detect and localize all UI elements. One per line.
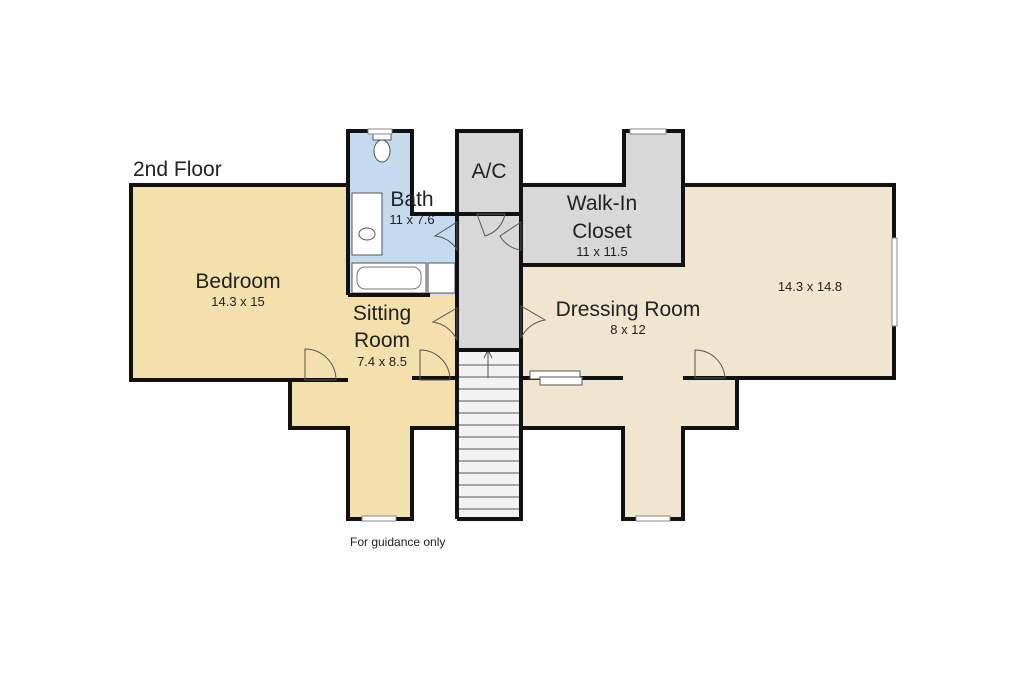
sitting-name-line1: Sitting	[353, 302, 411, 325]
walkin-size: 11 x 11.5	[576, 244, 628, 259]
bedroom-name: Bedroom	[195, 270, 280, 293]
ac-name: A/C	[471, 160, 506, 183]
dressing-room-area	[521, 185, 894, 519]
bathtub-icon	[351, 262, 427, 294]
dressing-room-name: Dressing Room	[556, 298, 701, 321]
bedroom-area	[131, 185, 455, 519]
walkin-name-line2: Closet	[572, 220, 632, 243]
bath-name: Bath	[390, 188, 433, 211]
dressing-room-size: 8 x 12	[610, 322, 645, 337]
bath-size: 11 x 7.6	[389, 212, 434, 227]
windows	[361, 128, 898, 522]
toilet-icon	[372, 132, 392, 163]
bedroom-size: 14.3 x 15	[211, 294, 265, 309]
sitting-size: 7.4 x 8.5	[357, 354, 407, 369]
walkin-closet-area	[521, 131, 683, 265]
walkin-name-line1: Walk-In	[567, 192, 637, 215]
guidance-note: For guidance only	[350, 535, 445, 549]
staircase	[459, 348, 519, 517]
door-swings	[304, 213, 726, 386]
linen-cabinet	[427, 262, 456, 294]
sink-icon	[351, 192, 383, 256]
floor-label: 2nd Floor	[133, 158, 222, 181]
sitting-name-line2: Room	[354, 329, 410, 352]
east-room-size: 14.3 x 14.8	[778, 279, 842, 294]
